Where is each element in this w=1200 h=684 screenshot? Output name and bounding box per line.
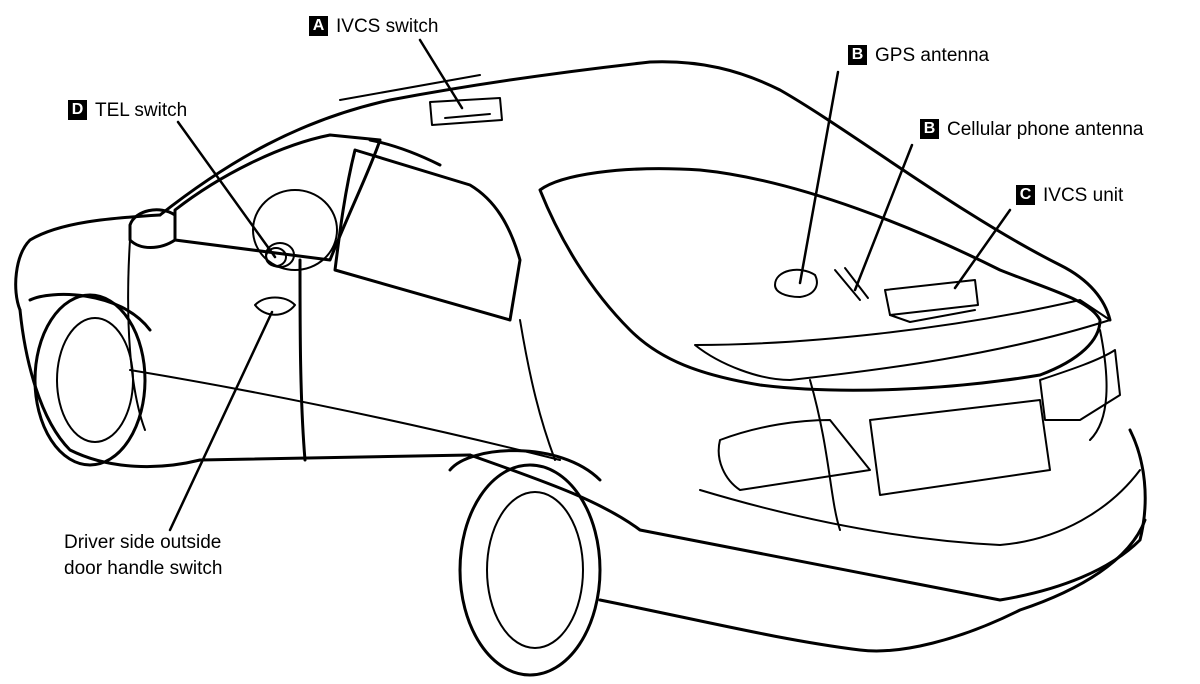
leader-door-handle-switch	[168, 310, 274, 532]
tel-switch-label: TEL switch	[95, 99, 188, 121]
callout-ivcs-unit: C IVCS unit	[1016, 185, 1123, 205]
gps-antenna-label: GPS antenna	[875, 44, 990, 66]
leader-ivcs-switch	[418, 38, 464, 110]
callout-ivcs-switch: A IVCS switch	[309, 16, 438, 36]
badge-d: D	[68, 100, 87, 120]
callout-gps-antenna: B GPS antenna	[848, 45, 989, 65]
callout-door-handle-switch: Driver side outside door handle switch	[64, 530, 222, 582]
ivcs-switch-component	[429, 97, 503, 126]
leader-ivcs-unit	[953, 208, 1012, 290]
badge-a: A	[309, 16, 328, 36]
ivcs-switch-label: IVCS switch	[336, 15, 439, 37]
leader-tel-switch	[176, 120, 277, 259]
leader-cellular-antenna	[853, 143, 914, 292]
gps-antenna-component	[774, 268, 818, 298]
door-handle-switch-label-line2: door handle switch	[64, 558, 223, 579]
leader-gps-antenna	[798, 70, 840, 285]
cellular-antenna-label: Cellular phone antenna	[947, 118, 1144, 140]
badge-c: C	[1016, 185, 1035, 205]
car-body	[14, 60, 1147, 677]
callout-cellular-antenna: B Cellular phone antenna	[920, 119, 1144, 139]
ivcs-unit-component	[884, 279, 979, 323]
badge-b: B	[920, 119, 939, 139]
callout-tel-switch: D TEL switch	[68, 100, 187, 120]
tel-switch-component	[265, 247, 287, 267]
ivcs-unit-label: IVCS unit	[1043, 184, 1124, 206]
door-handle-switch-label-line1: Driver side outside	[64, 532, 222, 553]
badge-b: B	[848, 45, 867, 65]
